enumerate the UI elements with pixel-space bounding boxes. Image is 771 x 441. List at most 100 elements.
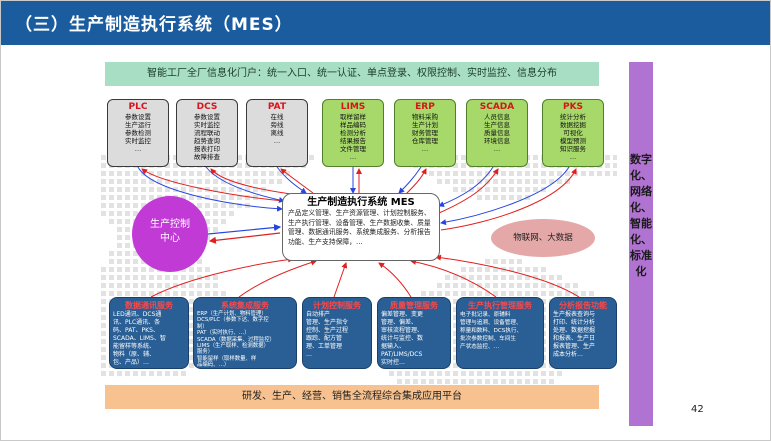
map-dot [181,179,186,184]
map-dot [461,163,466,168]
module-line: PAT（实时执行、…） [197,330,250,337]
map-dot [125,171,130,176]
system-line: 文件管理 [340,145,366,153]
map-dot [493,187,498,192]
map-dot [117,243,122,248]
module-line: DCS/PLC（参数下达、数字控 [197,317,269,324]
map-dot [237,155,242,160]
map-dot [477,179,482,184]
map-dot [141,275,146,280]
module-line: 据输入、 [381,343,406,350]
map-dot [477,379,482,384]
map-dot [493,267,498,272]
map-dot [453,163,458,168]
map-dot [141,195,146,200]
map-dot [517,179,522,184]
system-line: 仓库管理 [412,137,438,145]
system-line: 生产计划 [412,121,438,129]
map-dot [421,379,426,384]
mes-description: 产品定义管理、生产资源管理、计划控制服务、生产执行管理、设备管理、生产数据收集、… [288,209,431,246]
map-dot [229,187,234,192]
module-line: 控制、生产过程 [306,327,349,334]
map-dot [541,187,546,192]
map-dot [269,179,274,184]
module-line: LED通讯、DCS通 [113,311,162,318]
map-dot [133,195,138,200]
map-dot [501,267,506,272]
map-dot [517,267,522,272]
map-dot [213,203,218,208]
system-line: … [569,153,577,161]
map-dot [581,171,586,176]
system-line: 实时监控 [194,121,220,129]
map-dot [485,179,490,184]
map-dot [525,267,530,272]
map-dot [101,155,106,160]
system-line: 趋势查询 [194,137,220,145]
system-line: 离线 [270,129,284,137]
module-line: PAT/LIMS/DCS [381,351,423,358]
map-dot [509,291,514,296]
map-dot [117,187,122,192]
map-dot [221,203,226,208]
system-line: 在线 [270,113,284,121]
module-line: 管理与追溯、设备管理、 [460,320,522,326]
map-dot [165,179,170,184]
map-dot [237,187,242,192]
map-dot [557,283,562,288]
map-dot [189,195,194,200]
map-dot [549,379,554,384]
map-dot [437,379,442,384]
map-dot [509,259,514,264]
map-dot [269,171,274,176]
module-line: 包、产品）… [113,359,150,366]
module-line: 码、PAT、PKS、 [113,327,159,334]
map-dot [485,187,490,192]
map-dot [149,179,154,184]
map-dot [101,363,106,368]
system-line: 统计分析 [560,113,586,121]
map-dot [405,371,410,376]
system-line: 生产运行 [125,121,151,129]
map-dot [389,371,394,376]
module-line: 品编码、…） [197,362,230,369]
system-box-pks: PKS 统计分析 数据挖掘 可视化 模型预测 知识服务 … [542,99,604,167]
map-dot [509,179,514,184]
map-dot [509,267,514,272]
map-dot [445,379,450,384]
system-line: 财务管理 [412,129,438,137]
map-dot [277,179,282,184]
system-line: … [273,137,281,145]
map-dot [477,267,482,272]
map-dot [221,211,226,216]
map-dot [109,219,114,224]
map-dot [445,283,450,288]
control-center-label: 生产控制中心 [150,219,190,244]
system-line: 流程联动 [194,129,220,137]
map-dot [533,283,538,288]
module-line: 电子批记录、原辅料 [460,312,511,318]
map-dot [533,171,538,176]
map-dot [237,195,242,200]
map-dot [509,283,514,288]
map-dot [525,163,530,168]
map-dot [109,187,114,192]
map-dot [117,251,122,256]
map-dot [157,283,162,288]
map-dot [413,379,418,384]
map-dot [141,371,146,376]
map-dot [149,283,154,288]
map-dot [109,283,114,288]
map-dot [133,267,138,272]
map-dot [309,155,314,160]
map-dot [189,347,194,352]
map-dot [461,267,466,272]
map-dot [109,211,114,216]
map-dot [133,283,138,288]
map-dot [557,291,562,296]
map-dot [173,283,178,288]
map-dot [125,291,130,296]
map-dot [237,203,242,208]
map-dot [125,187,130,192]
map-dot [117,195,122,200]
